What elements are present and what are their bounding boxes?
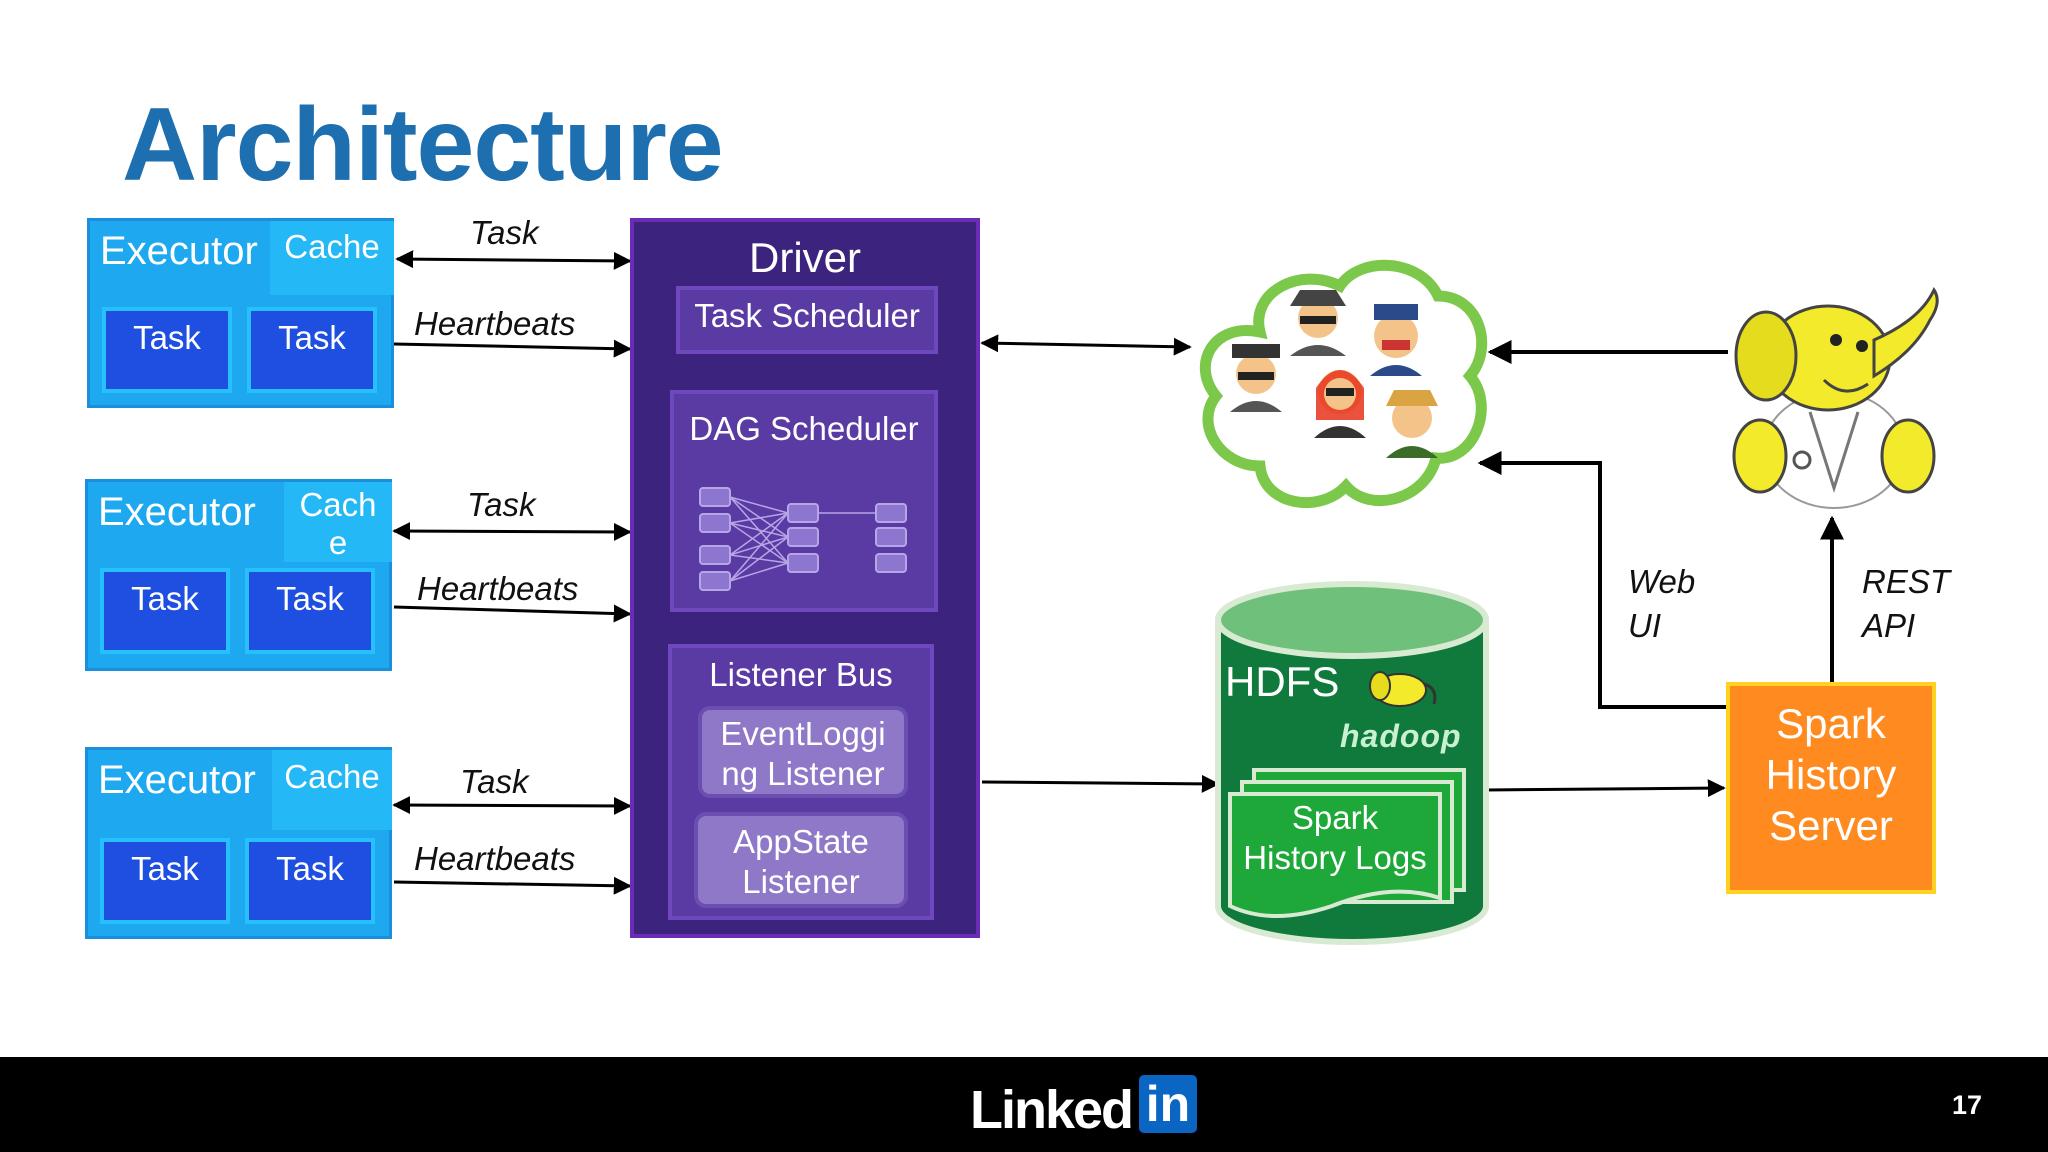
- web-ui-line1: Web: [1628, 563, 1696, 600]
- dag-scheduler-box: DAG Scheduler: [670, 390, 938, 612]
- executor-box-2: Executor Cach e Task Task: [85, 479, 392, 671]
- cache-label-line1: Cach: [299, 486, 377, 523]
- hadoop-logo-text: hadoop: [1340, 718, 1462, 754]
- users-avatars: [1230, 290, 1438, 458]
- page-number: 17: [1951, 1090, 1982, 1120]
- driver-title: Driver: [749, 234, 861, 281]
- executor-box-3: Executor Cache Task Task: [85, 747, 392, 939]
- executor-label: Executor: [98, 490, 256, 534]
- event-logging-line1: EventLoggi: [720, 715, 886, 752]
- task-box: Task: [102, 307, 232, 393]
- hadoop-elephant-icon: [1369, 671, 1437, 707]
- task-arrow-3: [392, 796, 632, 815]
- driver-cloud-arrow: [980, 334, 1192, 356]
- cache-label-line2: e: [328, 524, 348, 561]
- hdfs-history-arrow: [1485, 779, 1726, 798]
- task-arrow-1: [395, 250, 632, 270]
- page-title: Architecture: [122, 87, 724, 203]
- event-logging-listener: EventLoggi ng Listener: [698, 706, 908, 798]
- users-cloud: [1199, 259, 1488, 509]
- rest-api-line2: API: [1862, 607, 1916, 644]
- spark-history-logs-label: Spark History Logs: [1230, 798, 1440, 878]
- heartbeats-arrow-label: Heartbeats: [414, 305, 576, 342]
- web-ui-label: Web UI: [1628, 560, 1695, 648]
- heartbeats-arrow-label: Heartbeats: [414, 840, 576, 877]
- executor-label: Executor: [100, 229, 258, 273]
- web-ui-arrow: [1477, 451, 1726, 709]
- task-arrow-label: Task: [460, 763, 529, 800]
- hdfs-cylinder: [1215, 581, 1489, 945]
- executor-box-1: Executor Cache Task Task: [87, 218, 394, 408]
- task-arrow-2: [392, 522, 632, 541]
- spark-history-server-box: Spark History Server: [1726, 682, 1936, 894]
- rest-api-line1: REST: [1862, 563, 1951, 600]
- linkedin-logo-icon: in: [1139, 1075, 1197, 1133]
- driver-hdfs-arrow: [981, 774, 1220, 793]
- heartbeat-arrow-2: [393, 604, 632, 623]
- appstate-listener: AppState Listener: [694, 812, 908, 908]
- dr-elephant-icon: [1732, 286, 1939, 509]
- linkedin-logo-text: Linked: [970, 1080, 1134, 1140]
- history-server-line2: History: [1765, 751, 1897, 798]
- rest-api-label: REST API: [1862, 560, 1950, 648]
- cache-label: Cach e: [284, 482, 392, 562]
- task-box: Task: [245, 838, 375, 924]
- task-arrow-label: Task: [470, 214, 539, 251]
- heartbeat-arrow-1: [393, 339, 632, 358]
- task-box: Task: [100, 838, 230, 924]
- driver-box: Driver Task Scheduler DAG Scheduler: [630, 218, 980, 938]
- listener-bus-box: Listener Bus EventLoggi ng Listener AppS…: [668, 644, 934, 920]
- history-logs-line1: Spark: [1291, 799, 1379, 836]
- footer-bar: Linked in 17: [0, 1057, 2048, 1152]
- hdfs-label: HDFS: [1225, 658, 1340, 705]
- task-box: Task: [100, 568, 230, 654]
- task-arrow-label: Task: [467, 486, 536, 523]
- web-ui-line2: UI: [1628, 607, 1661, 644]
- dag-graph-icon: [699, 487, 907, 591]
- heartbeat-arrow-3: [393, 876, 632, 895]
- history-logs-line2: History Logs: [1243, 839, 1427, 876]
- cache-label: Cache: [270, 221, 394, 295]
- listener-bus-label: Listener Bus: [709, 656, 893, 693]
- task-box: Task: [245, 568, 375, 654]
- appstate-line1: AppState: [733, 823, 869, 860]
- executor-label: Executor: [98, 758, 256, 802]
- task-box: Task: [247, 307, 377, 393]
- history-server-line1: Spark: [1776, 700, 1886, 747]
- logs-stack-icon: [1228, 768, 1466, 918]
- cache-label: Cache: [272, 750, 392, 830]
- event-logging-line2: ng Listener: [721, 755, 885, 792]
- appstate-line2: Listener: [742, 863, 860, 900]
- heartbeats-arrow-label: Heartbeats: [417, 570, 579, 607]
- dag-scheduler-label: DAG Scheduler: [689, 410, 919, 447]
- task-scheduler-box: Task Scheduler: [676, 286, 938, 354]
- history-server-line3: Server: [1769, 802, 1893, 849]
